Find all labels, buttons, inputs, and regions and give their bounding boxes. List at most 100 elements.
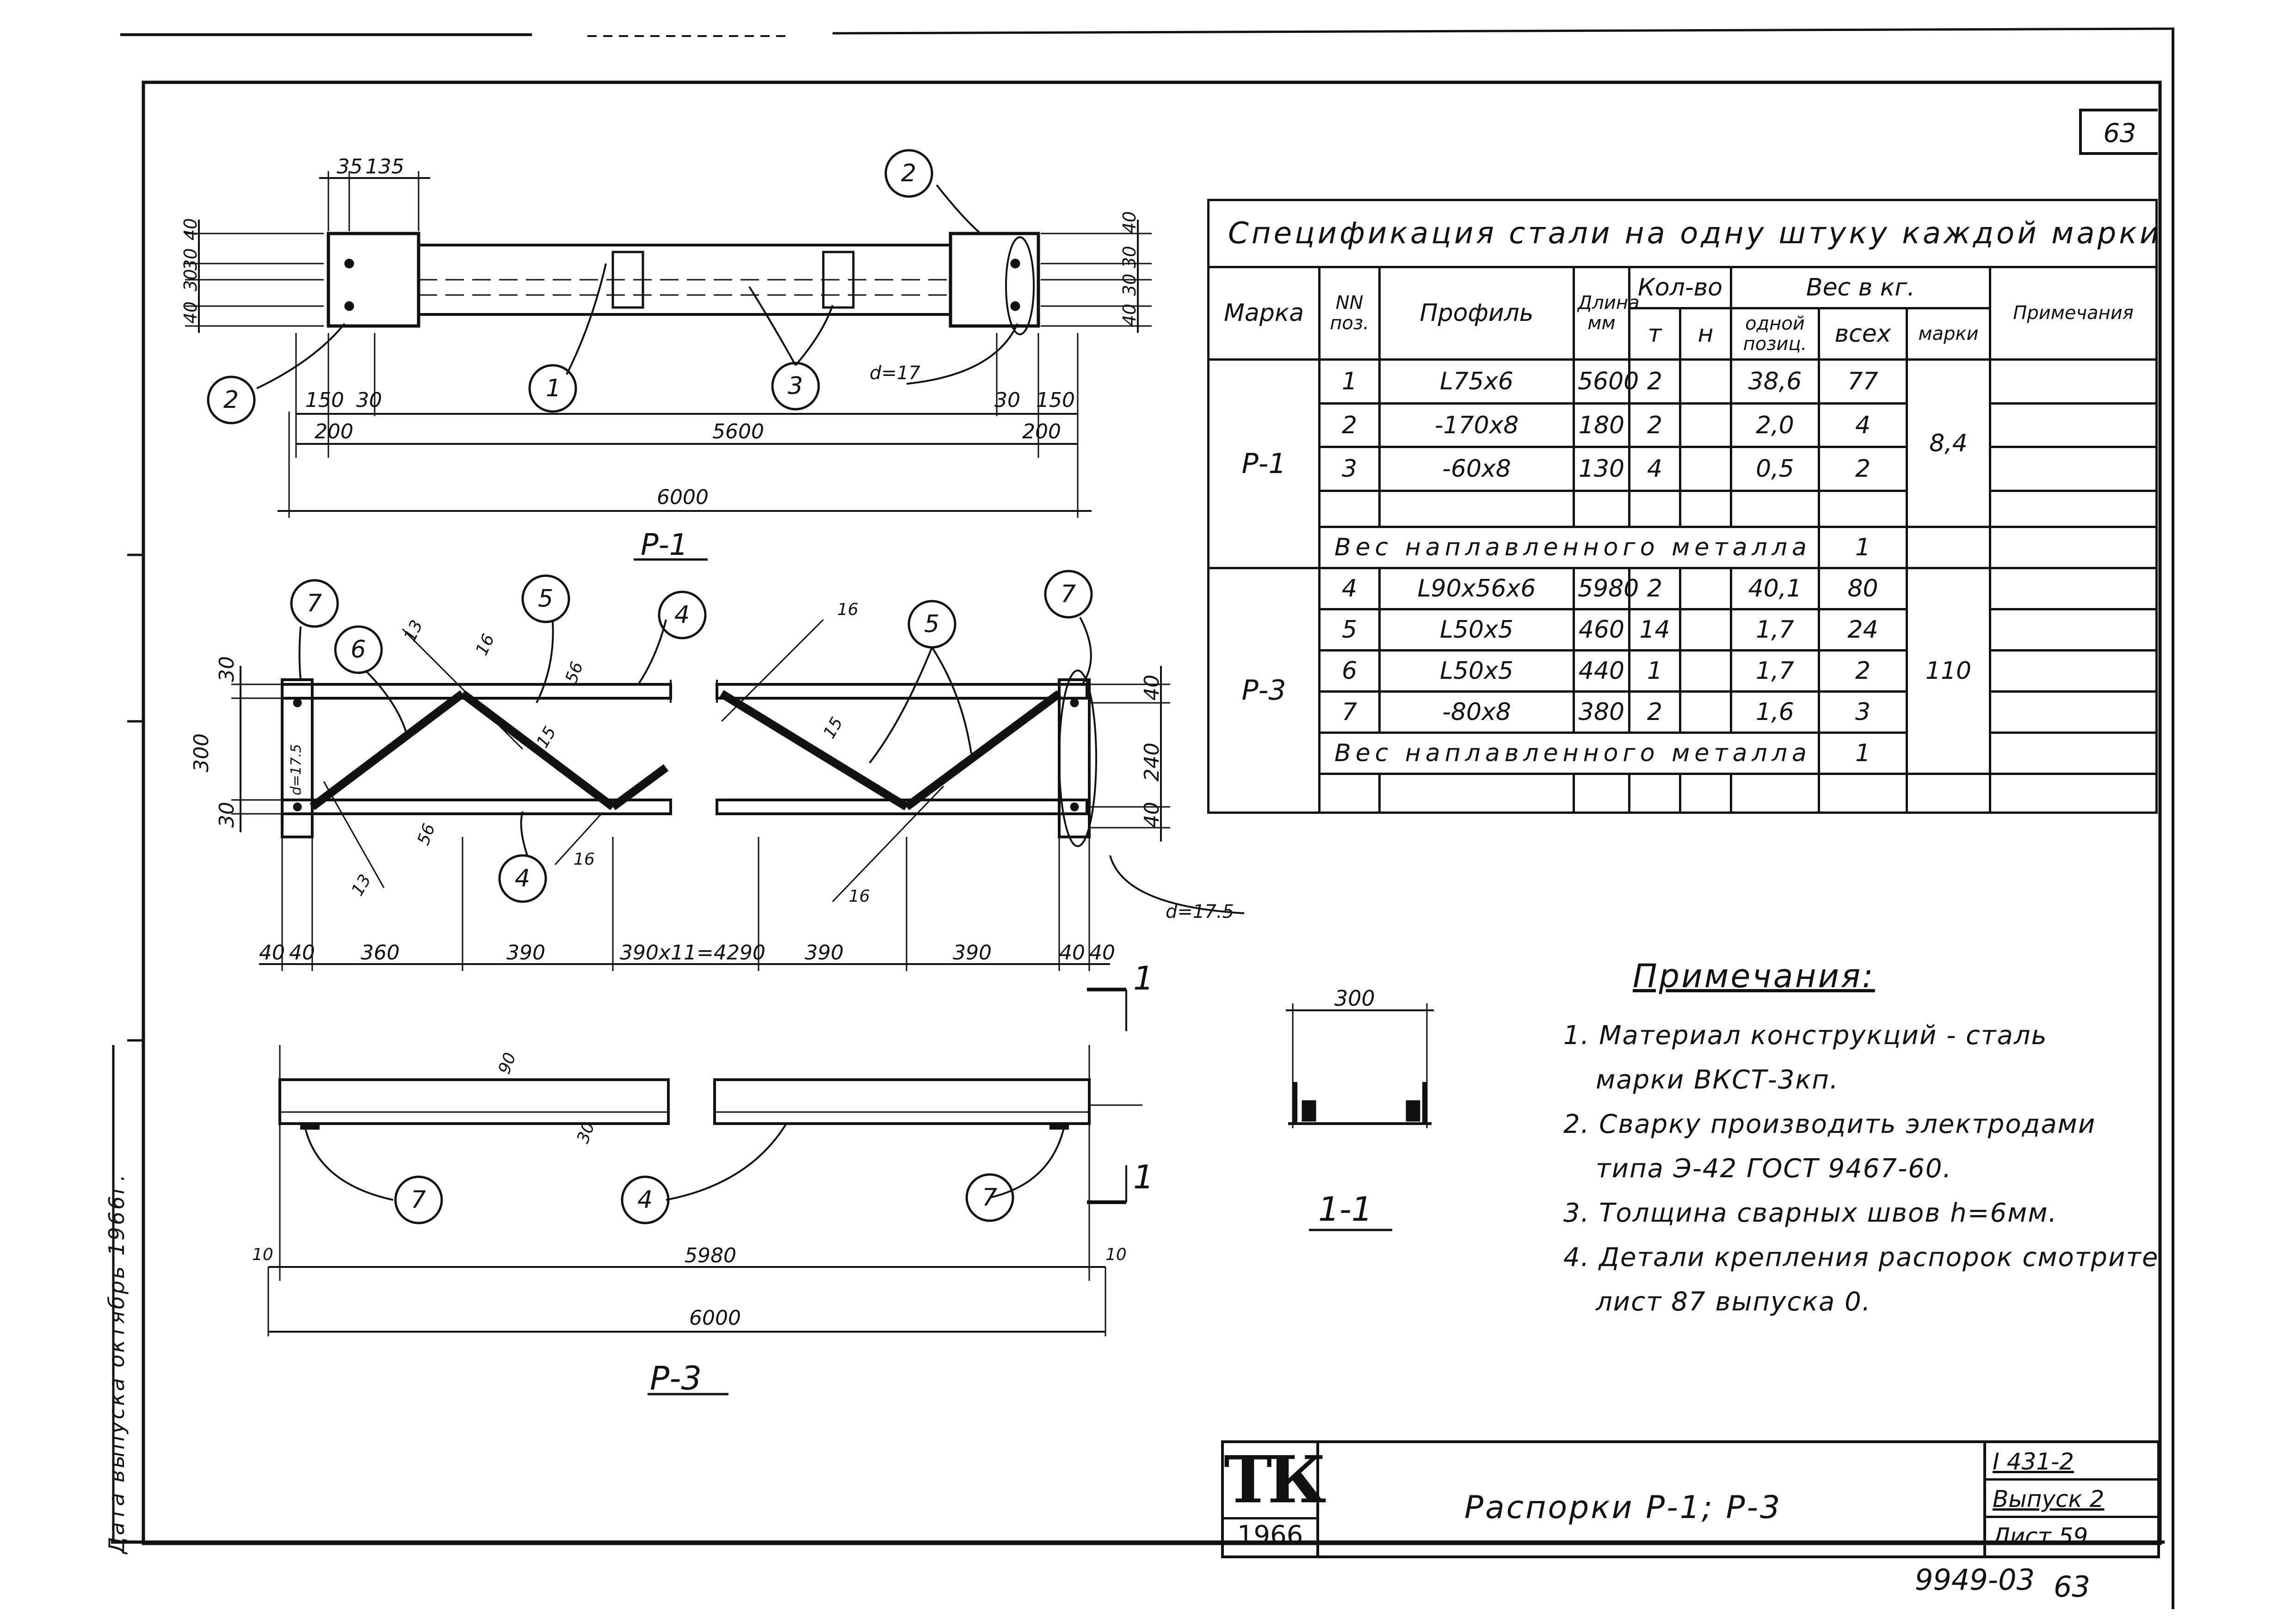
svg-text:1: 1 — [1133, 959, 1154, 997]
svg-text:4: 4 — [515, 865, 530, 892]
svg-text:6000: 6000 — [689, 1306, 741, 1330]
svg-text:1: 1 — [546, 375, 561, 402]
tk-logo: ТК 1966 — [1224, 1442, 1327, 1555]
svg-text:40: 40 — [1119, 304, 1140, 326]
svg-text:5: 5 — [538, 585, 553, 613]
cell: -170x8 — [1378, 402, 1575, 449]
cell — [1679, 608, 1732, 652]
svg-text:6: 6 — [351, 636, 366, 664]
svg-text:5600: 5600 — [712, 420, 764, 443]
svg-text:3: 3 — [788, 372, 803, 400]
hdr-qty-n: н — [1679, 307, 1732, 361]
table-row: 7 -80x8 380 2 1,6 3 — [1209, 690, 2158, 734]
p3-label: Р-3 — [650, 1359, 702, 1397]
section-1-1-texts: 300 1-1 — [1318, 986, 1375, 1229]
cell: 5 — [1318, 608, 1381, 652]
cell: 6 — [1318, 649, 1381, 693]
cell — [1988, 446, 2158, 492]
table-row: Р-1 1 L75x6 5600 2 38,6 77 8,4 — [1207, 358, 2158, 570]
cell — [1679, 402, 1732, 449]
svg-text:7: 7 — [411, 1186, 426, 1214]
svg-text:30: 30 — [180, 269, 201, 291]
svg-text:30: 30 — [180, 248, 201, 270]
svg-text:d=17.5: d=17.5 — [288, 744, 304, 795]
svg-text:16: 16 — [472, 631, 499, 658]
svg-text:13: 13 — [401, 617, 427, 645]
cell — [1988, 402, 2158, 449]
svg-text:40: 40 — [180, 218, 201, 240]
cell — [1679, 446, 1732, 492]
cell: 2 — [1818, 649, 1908, 693]
note-line: лист 87 выпуска 0. — [1596, 1287, 1871, 1317]
svg-text:56: 56 — [414, 821, 439, 848]
cell: 40,1 — [1730, 567, 1820, 611]
cell: 7 — [1318, 690, 1381, 734]
logo-text: ТК — [1224, 1442, 1327, 1518]
weld-label: Вес наплавленного металла — [1318, 732, 1820, 775]
issue-number: Выпуск 2 — [1986, 1481, 2157, 1518]
note-line: 2. Сварку производить электродами — [1563, 1109, 2096, 1139]
p1-callout-2-left — [207, 375, 256, 424]
section-1-1-label: 1-1 — [1318, 1190, 1373, 1229]
svg-text:390: 390 — [506, 941, 545, 965]
title-block-info: I 431-2 Выпуск 2 Лист 59 — [1983, 1443, 2157, 1555]
table-row — [1209, 773, 2158, 814]
hdr-w-one: одной позиц. — [1730, 307, 1820, 361]
cell: 1,6 — [1730, 690, 1820, 734]
svg-text:16: 16 — [574, 850, 595, 869]
svg-text:150: 150 — [1036, 388, 1075, 412]
note-line: 4. Детали крепления распорок смотрите — [1563, 1242, 2159, 1273]
cell: 1,7 — [1730, 608, 1820, 652]
sheet-number-box: 63 — [2079, 109, 2158, 155]
svg-text:13: 13 — [348, 871, 375, 899]
svg-text:40: 40 — [1140, 802, 1164, 828]
hdr-weight: Вес в кг. — [1730, 265, 1991, 309]
group-mark: Р-3 — [1207, 567, 1321, 814]
dim: 135 — [365, 155, 404, 178]
drawing-p1 — [185, 149, 1152, 561]
hdr-length: Длина мм — [1573, 265, 1639, 361]
cell: 5980 — [1573, 567, 1639, 611]
svg-text:4: 4 — [637, 1186, 653, 1214]
p3-elevation-texts: 90 30 10 5980 10 6000 7 4 7 1 1 Р-3 — [252, 959, 1154, 1397]
weld-value: 1 — [1818, 732, 1908, 775]
cell — [1988, 690, 2158, 734]
svg-text:150: 150 — [305, 388, 344, 412]
sheet-label: Лист 59 — [1993, 1523, 2088, 1550]
sheet-frame — [111, 27, 2174, 1609]
hdr-mark: Марка — [1207, 265, 1321, 361]
cell: 380 — [1573, 690, 1630, 734]
cell: 4 — [1818, 402, 1908, 449]
group-weight: 8,4 — [1906, 358, 1991, 528]
svg-text:240: 240 — [1140, 743, 1164, 781]
svg-text:30: 30 — [356, 388, 382, 412]
spec-table: Спецификация стали на одну штуку каждой … — [1207, 199, 2159, 814]
cell: 1 — [1318, 358, 1381, 405]
cell: 3 — [1818, 690, 1908, 734]
group-mark: Р-1 — [1207, 358, 1321, 570]
cell: 2 — [1628, 690, 1681, 734]
svg-text:6000: 6000 — [657, 486, 709, 509]
cell: 80 — [1818, 567, 1908, 611]
svg-text:40: 40 — [180, 301, 201, 324]
p1-callout-3 — [771, 362, 820, 411]
spec-title: Спецификация стали на одну штуку каждой … — [1207, 199, 2159, 268]
table-row — [1209, 490, 2158, 528]
cell — [1988, 358, 2158, 405]
cell: 24 — [1818, 608, 1908, 652]
doc-number: 9949-03 — [1915, 1563, 2035, 1597]
p1-plate-left — [327, 232, 420, 328]
hdr-pos: NN поз. — [1318, 265, 1381, 361]
svg-text:16: 16 — [849, 887, 870, 906]
cell — [1679, 649, 1732, 693]
svg-text:30: 30 — [215, 802, 239, 828]
cell: 4 — [1318, 567, 1381, 611]
svg-text:4: 4 — [674, 601, 690, 629]
svg-text:360: 360 — [361, 941, 400, 965]
logo-year: 1966 — [1224, 1517, 1316, 1552]
svg-text:10: 10 — [1105, 1245, 1127, 1264]
svg-text:90: 90 — [495, 1050, 520, 1076]
cell — [1679, 690, 1732, 734]
p1-plate-right — [949, 232, 1040, 328]
cell: 14 — [1628, 608, 1681, 652]
